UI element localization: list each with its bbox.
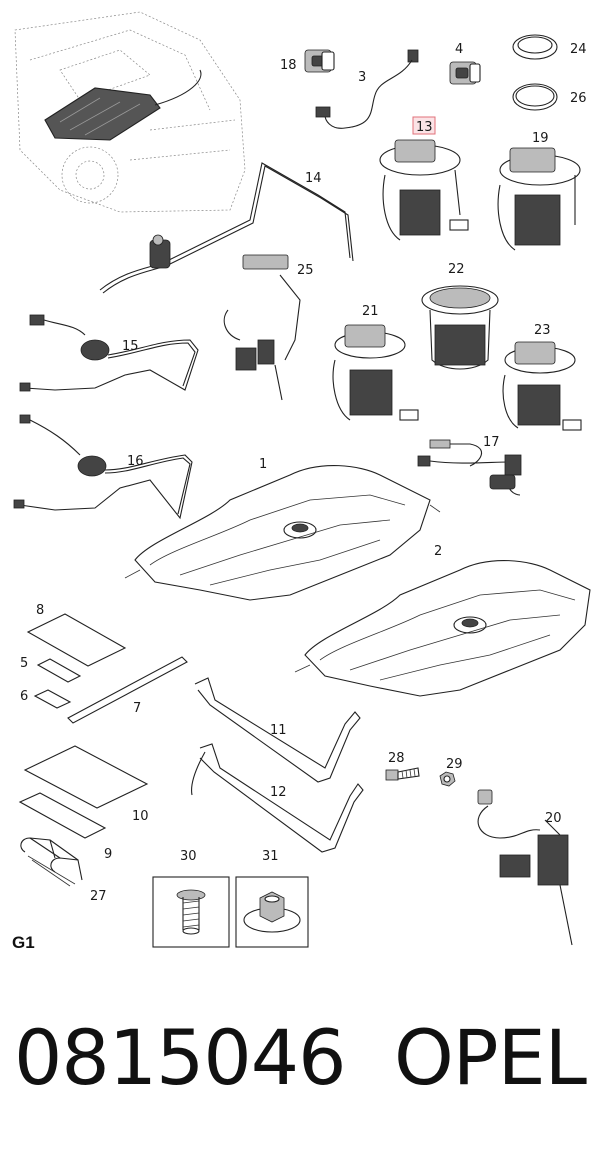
callout-16[interactable]: 16 (127, 454, 144, 469)
callout-9[interactable]: 9 (104, 847, 112, 862)
callout-17[interactable]: 17 (483, 435, 500, 450)
footer: 0815046 OPEL (0, 1008, 600, 1118)
part-21-pump (332, 324, 419, 421)
part-28-bolt (385, 767, 420, 781)
part-15-filter (19, 314, 199, 392)
callout-18[interactable]: 18 (280, 58, 297, 73)
part-1-tank (124, 465, 441, 601)
part-3-drawing (315, 49, 419, 129)
part-31-box (235, 876, 309, 948)
part-17-sensor (417, 439, 522, 496)
part-30-box (152, 876, 230, 948)
callout-29[interactable]: 29 (446, 757, 463, 772)
callout-21[interactable]: 21 (362, 304, 379, 319)
part-8-pad (26, 613, 127, 667)
callout-13[interactable]: 13 (416, 120, 433, 135)
callout-27[interactable]: 27 (90, 889, 107, 904)
part-27-clip (20, 837, 83, 887)
part-14-line (99, 162, 354, 294)
part-19-pump (497, 147, 581, 251)
part-20-sender (477, 789, 573, 946)
callout-7[interactable]: 7 (133, 701, 141, 716)
callout-25[interactable]: 25 (297, 263, 314, 278)
part-13-pump (379, 139, 469, 241)
callout-labels: 1 2 3 4 5 6 7 8 9 10 11 12 13 14 15 16 1… (12, 42, 587, 952)
callout-26[interactable]: 26 (570, 91, 587, 106)
part-5-pad (36, 658, 82, 683)
part-10-pad (23, 745, 149, 809)
callout-14[interactable]: 14 (305, 171, 322, 186)
part-25-sender (223, 254, 301, 401)
part-4-drawing (449, 61, 481, 85)
part-12-strap (191, 743, 364, 853)
brand-name: OPEL (393, 1013, 587, 1102)
part-24-ring (512, 34, 558, 60)
part-16-filter (13, 414, 193, 520)
part-9-pad (18, 792, 107, 839)
parts-diagram: 1 2 3 4 5 6 7 8 9 10 11 12 13 14 15 16 1… (12, 11, 591, 952)
part-7-strip (67, 656, 188, 724)
part-23-pump (502, 341, 582, 431)
callout-5[interactable]: 5 (20, 656, 28, 671)
callout-31[interactable]: 31 (262, 849, 279, 864)
part-number: 0815046 (14, 1013, 346, 1102)
callout-28[interactable]: 28 (388, 751, 405, 766)
callout-24[interactable]: 24 (570, 42, 587, 57)
callout-4[interactable]: 4 (455, 42, 463, 57)
callout-10[interactable]: 10 (132, 809, 149, 824)
part-29-nut (439, 771, 456, 787)
car-rear-drawing (14, 11, 246, 213)
callout-20[interactable]: 20 (545, 811, 562, 826)
callout-23[interactable]: 23 (534, 323, 551, 338)
callout-15[interactable]: 15 (122, 339, 139, 354)
part-13-highlight (412, 116, 436, 135)
part-22-pump (421, 285, 499, 370)
callout-6[interactable]: 6 (20, 689, 28, 704)
callout-3[interactable]: 3 (358, 70, 366, 85)
part-26-ring (512, 83, 558, 111)
callout-8[interactable]: 8 (36, 603, 44, 618)
part-6-pad (33, 689, 72, 709)
callout-22[interactable]: 22 (448, 262, 465, 277)
callout-11[interactable]: 11 (270, 723, 287, 738)
callout-1[interactable]: 1 (259, 457, 267, 472)
group-label: G1 (12, 933, 35, 952)
callout-12[interactable]: 12 (270, 785, 287, 800)
part-11-strap (194, 677, 361, 783)
part-18-drawing (304, 49, 335, 73)
callout-30[interactable]: 30 (180, 849, 197, 864)
part-2-tank (294, 560, 591, 697)
callout-19[interactable]: 19 (532, 131, 549, 146)
callout-2[interactable]: 2 (434, 544, 442, 559)
